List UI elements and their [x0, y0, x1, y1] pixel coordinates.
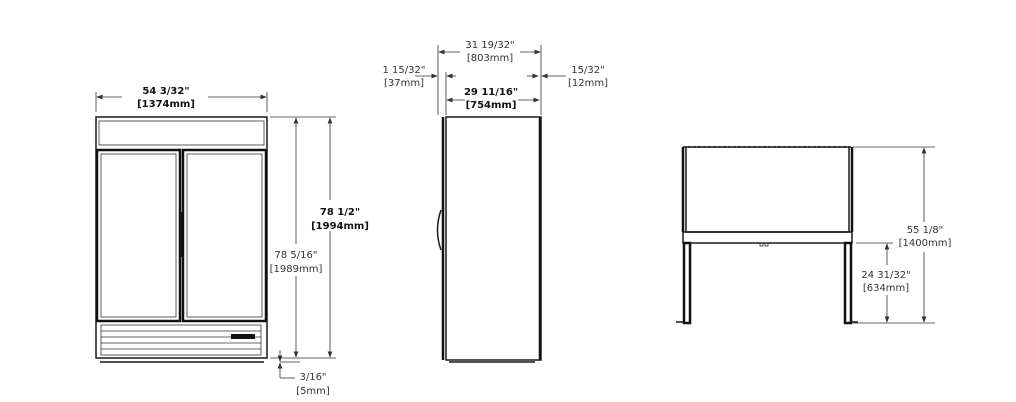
side-view: 31 19/32" [803mm] 1 15/32" [37mm] 15/32"…	[383, 40, 608, 363]
depth-body-in: 29 11/16"	[464, 87, 518, 98]
depth-body-mm: [754mm]	[466, 100, 517, 111]
control-badge	[231, 334, 255, 339]
door-handle	[436, 209, 442, 251]
height-mm: [1400mm]	[899, 238, 952, 249]
shelf	[682, 231, 853, 244]
height-in: 55 1/8"	[907, 225, 944, 236]
door-mm: [37mm]	[384, 78, 424, 89]
right-door	[181, 148, 268, 323]
depth-total-in: 31 19/32"	[465, 40, 514, 51]
side-body	[445, 116, 542, 361]
front-view: 54 3/32" [1374mm] 78 5/16" [1989mm] 78 1…	[95, 86, 369, 397]
left-door	[95, 148, 182, 323]
shelf-in: 24 31/32"	[861, 270, 910, 281]
door-in: 1 15/32"	[383, 65, 426, 76]
rear-mm: [12mm]	[568, 78, 608, 89]
shelf-mm: [634mm]	[863, 283, 909, 294]
left-leg	[682, 241, 692, 325]
height-body-mm: [1989mm]	[270, 264, 323, 275]
rear-in: 15/32"	[571, 65, 604, 76]
height-total-in: 78 1/2"	[320, 207, 360, 218]
height-body-in: 78 5/16"	[275, 250, 318, 261]
header-panel	[98, 120, 265, 146]
grille	[100, 324, 262, 356]
open-view: 55 1/8" [1400mm] 24 31/32" [634mm]	[676, 146, 952, 325]
height-total-mm: [1994mm]	[311, 221, 369, 232]
right-leg	[843, 241, 853, 325]
upper-frame	[685, 146, 850, 233]
depth-total-mm: [803mm]	[467, 53, 513, 64]
width-mm: [1374mm]	[137, 99, 195, 110]
leg-in: 3/16"	[299, 372, 326, 383]
width-in: 54 3/32"	[142, 86, 189, 97]
leg-mm: [5mm]	[296, 386, 330, 397]
